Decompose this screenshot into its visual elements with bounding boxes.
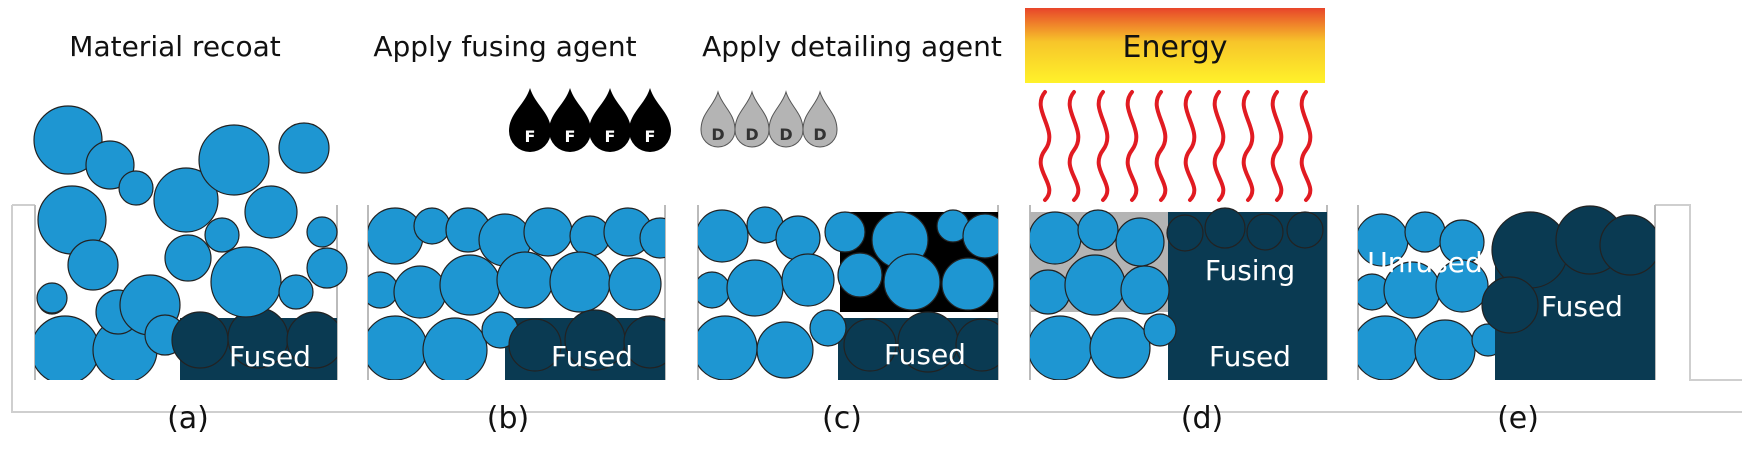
black-droplet-icon: F xyxy=(549,88,591,152)
svg-text:F: F xyxy=(605,127,616,146)
panel-c: Fused Apply detailing agent D D D D (c) xyxy=(697,30,1002,436)
black-droplet-icon: F xyxy=(509,88,551,152)
black-droplet-icon: F xyxy=(589,88,631,152)
fusing-drops: F F F F xyxy=(509,88,671,152)
fused-label-d: Fused xyxy=(1209,340,1291,373)
svg-text:D: D xyxy=(711,125,724,144)
fused-label-c: Fused xyxy=(884,338,966,371)
svg-text:D: D xyxy=(745,125,758,144)
powder-layer-d xyxy=(1030,207,1327,380)
fused-label-a: Fused xyxy=(229,340,311,373)
energy-label: Energy xyxy=(1122,30,1227,65)
caption-e: (e) xyxy=(1497,401,1539,436)
grey-droplet-icon: D xyxy=(768,90,804,148)
title-b: Apply fusing agent xyxy=(373,30,636,63)
svg-text:F: F xyxy=(645,127,656,146)
powder-layer-e xyxy=(1358,205,1655,380)
energy-source xyxy=(1025,8,1325,83)
caption-c: (c) xyxy=(822,401,862,436)
svg-text:F: F xyxy=(525,127,536,146)
fused-label-e: Fused xyxy=(1541,290,1623,323)
panel-e: Unfused Fused (e) xyxy=(1357,205,1656,436)
falling-powder-a xyxy=(33,105,348,318)
build-bed-frame xyxy=(11,204,1742,413)
title-a: Material recoat xyxy=(69,30,280,63)
powder-layer-b xyxy=(368,207,665,380)
svg-text:D: D xyxy=(779,125,792,144)
title-c: Apply detailing agent xyxy=(702,30,1002,63)
black-droplet-icon: F xyxy=(629,88,671,152)
powder-layer-a xyxy=(35,274,337,380)
fused-label-b: Fused xyxy=(551,340,633,373)
panel-a: Fused Material recoat (a) xyxy=(33,30,348,436)
grey-droplet-icon: D xyxy=(700,90,736,148)
grey-droplet-icon: D xyxy=(802,90,838,148)
panel-d: Energy Fusing Fused (d) xyxy=(1025,8,1328,436)
powder-layer-c xyxy=(698,206,998,380)
caption-d: (d) xyxy=(1181,401,1223,436)
caption-b: (b) xyxy=(487,401,529,436)
panel-b: Fused Apply fusing agent F F F F (b) xyxy=(367,30,671,436)
unfused-label: Unfused xyxy=(1367,246,1482,279)
heat-wave-icon xyxy=(1038,90,1313,202)
svg-text:D: D xyxy=(813,125,826,144)
detailing-drops: D D D D xyxy=(700,90,838,148)
fusing-label: Fusing xyxy=(1205,254,1295,287)
svg-text:F: F xyxy=(565,127,576,146)
grey-droplet-icon: D xyxy=(734,90,770,148)
caption-a: (a) xyxy=(167,401,209,436)
